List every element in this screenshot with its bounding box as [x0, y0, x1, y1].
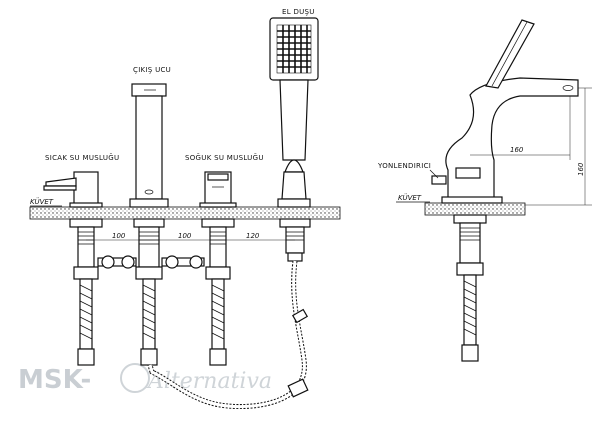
spout-fitting — [135, 266, 163, 280]
side-fitting — [456, 262, 484, 276]
shower-connector — [287, 252, 303, 262]
side-view: KÜVET 160 160 YONLENDIRICI — [377, 19, 592, 362]
spout-nut — [133, 218, 165, 228]
under-deck-cold — [201, 218, 235, 280]
flex-hoses — [77, 278, 227, 366]
cold-tap-cap — [207, 173, 229, 181]
spout-column — [135, 95, 163, 200]
hand-shower-tip — [284, 159, 304, 173]
pipe-nut-2 — [121, 255, 135, 269]
hand-shower — [269, 17, 319, 208]
label-el-dusu: EL DUŞU — [282, 8, 315, 16]
shower-nut — [279, 218, 311, 228]
side-spout-body — [445, 77, 579, 201]
hot-tap-flange — [69, 202, 103, 208]
under-deck-spout — [133, 218, 165, 280]
side-thread — [460, 227, 480, 241]
dim-100-a: 100 — [112, 232, 126, 240]
watermark-brand: MSK- — [18, 365, 91, 395]
pipe-nut-1 — [101, 255, 115, 269]
hot-water-tap — [43, 171, 103, 208]
hose-clip-2 — [287, 378, 309, 398]
cold-thread — [210, 231, 226, 245]
label-soguk-su: SOĞUK SU MUSLUĞU — [185, 153, 264, 162]
shower-hose — [147, 260, 309, 410]
watermark: MSK- Alternativa — [18, 363, 272, 395]
side-hose-braid — [463, 280, 477, 336]
pipe-nut-4 — [189, 255, 203, 269]
hose-spout-braid — [142, 284, 156, 340]
spout-thread — [139, 231, 159, 245]
hand-shower-handle — [279, 79, 309, 161]
spout-shank — [138, 226, 160, 268]
cold-nut — [201, 218, 235, 228]
hand-shower-grid — [276, 24, 312, 74]
spout-outlet — [144, 189, 154, 195]
side-aerator — [562, 85, 574, 91]
dim-160-vertical: 160 — [577, 162, 585, 176]
cold-shank — [209, 226, 227, 268]
side-nut — [453, 214, 487, 224]
hand-shower-flange — [277, 198, 311, 208]
hot-nut — [69, 218, 103, 228]
connecting-pipes — [97, 255, 205, 269]
cold-fitting — [205, 266, 231, 280]
label-cikis-ucu: ÇIKIŞ UCU — [133, 66, 171, 74]
side-hose-end — [461, 344, 479, 362]
front-view: KÜVET — [29, 8, 341, 410]
tub-deck-side — [424, 202, 526, 216]
cold-tap-flange — [199, 202, 237, 208]
cold-water-tap — [199, 171, 237, 208]
pipe-nut-3 — [165, 255, 179, 269]
label-sicak-su: SICAK SU MUSLUĞU — [45, 153, 119, 162]
hot-tap-lever-base — [43, 185, 77, 191]
hose-spout-end — [140, 348, 158, 366]
watermark-logo-icon — [120, 363, 150, 393]
dimensions-front: 100 100 120 — [86, 232, 295, 241]
spout-flange — [129, 198, 169, 208]
under-deck-hot — [69, 218, 103, 280]
hot-fitting — [73, 266, 99, 280]
dim-100-b: 100 — [178, 232, 192, 240]
side-handle — [485, 19, 535, 89]
spout — [129, 83, 169, 208]
hose-hot-braid — [79, 284, 93, 340]
side-flange — [441, 196, 503, 204]
dim-160-horizontal: 160 — [510, 146, 524, 154]
side-shank — [459, 222, 481, 264]
kuvet-label-left: KÜVET — [30, 197, 54, 206]
hose-cold-end — [209, 348, 227, 366]
hot-tap-body — [73, 171, 99, 208]
hand-shower-holder — [281, 171, 307, 200]
kuvet-label-right: KÜVET — [398, 193, 422, 202]
hose-hot-end — [77, 348, 95, 366]
dim-120: 120 — [246, 232, 260, 240]
tub-deck — [29, 206, 341, 220]
hose-cold-braid — [211, 284, 225, 340]
label-yonlendirici: YONLENDIRICI — [377, 162, 431, 170]
side-handle-line — [491, 21, 528, 87]
pipe-spout-cold — [161, 257, 205, 267]
hot-shank — [77, 226, 95, 268]
yonlendirici-leader — [429, 169, 439, 179]
hot-thread — [78, 231, 94, 245]
diverter-knob — [431, 175, 447, 185]
side-mark — [455, 167, 481, 179]
pipe-hot-spout — [97, 257, 137, 267]
hot-tap-lever — [45, 177, 77, 187]
hose-clip-1 — [291, 308, 309, 324]
